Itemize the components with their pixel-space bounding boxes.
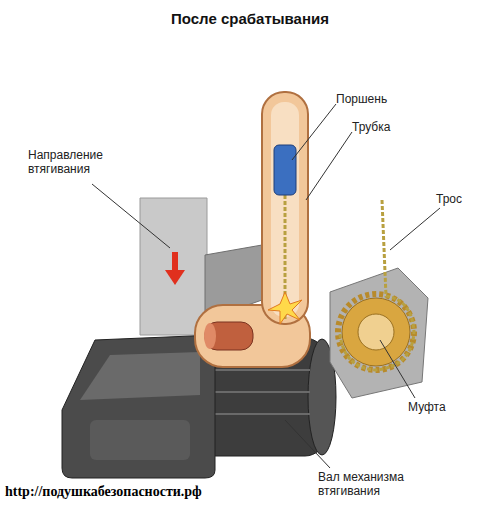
gas-generator [205,322,253,350]
gas-generator-end [204,323,216,349]
housing [62,335,215,478]
watermark: http://подушкабезопасности.рф [5,485,305,499]
clutch-hub [358,314,394,350]
part-label: Муфта [408,400,488,414]
part-label: Трубка [352,120,442,134]
part-label: Трос [436,192,496,206]
direction-arrow-head [165,270,185,285]
tube [262,92,308,324]
diagram-title: После срабатывания [171,10,329,28]
clutch-ring [342,298,410,366]
direction-label: Направление втягивания [28,148,128,176]
part-label: Вал механизма втягивания [318,470,418,498]
ignition-spark [268,292,302,324]
cable [340,200,414,370]
direction-arrow [172,252,178,272]
housing-face [80,352,200,400]
belt-webbing [140,198,207,335]
piston [274,145,296,195]
housing-panel [90,420,190,460]
leader-lines [92,104,440,468]
part-label: Поршень [336,92,426,106]
